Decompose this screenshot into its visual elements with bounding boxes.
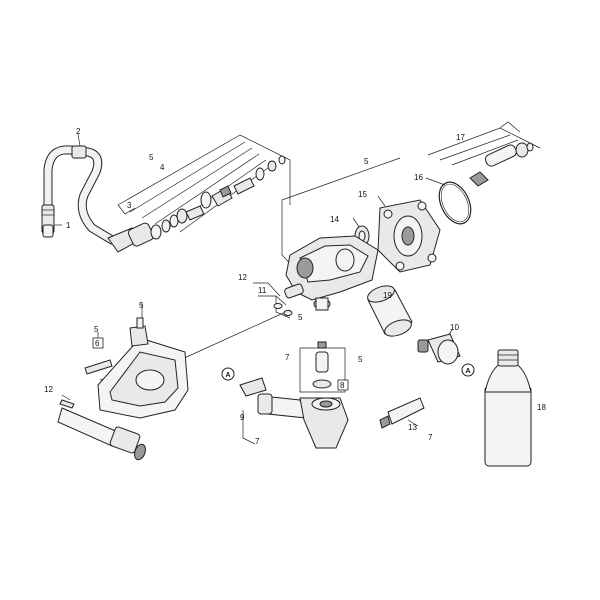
callout-4: 4 [160,163,165,172]
callout-7-valve: 7 [285,353,290,362]
callout-1: 1 [66,221,71,230]
callout-5-body: 5 [364,157,369,166]
callout-11: 11 [258,286,267,295]
callout-16: 16 [414,173,423,182]
callout-19: 19 [383,291,392,300]
inlet-pipe [57,407,146,461]
quick-coupling [367,285,461,365]
marker-a-left: A [225,372,230,379]
hose-connector [107,219,171,253]
boxed-callouts [92,337,349,391]
callout-8: 8 [340,381,345,390]
callout-3: 3 [127,201,132,210]
small-fasteners [59,303,293,409]
valve-group [169,155,286,228]
callout-12-lower: 12 [44,385,53,394]
callout-13: 13 [408,423,417,432]
callout-18: 18 [537,403,546,412]
callout-5-screw: 5 [298,313,303,322]
callout-numbers: 1 2 3 4 5 5 5 5 5 5 6 7 7 7 8 9 10 11 12… [44,127,546,446]
o-ring [438,181,472,225]
callout-14: 14 [330,215,339,224]
callout-17: 17 [456,133,465,142]
callout-7-tube: 7 [428,433,433,442]
callout-2: 2 [76,127,81,136]
oil-bottle [484,349,532,467]
hose-assembly [41,145,117,245]
callout-15: 15 [358,190,367,199]
callout-5-upper: 5 [149,153,154,162]
mounting-bracket [84,317,189,419]
callout-6: 6 [95,339,100,348]
outlet-elbow [239,377,349,449]
pump-body [284,235,379,311]
callout-7-elbow: 7 [255,437,260,446]
callout-9: 9 [240,413,245,422]
callout-12-upper: 12 [238,273,247,282]
callout-5-valve: 5 [358,355,363,364]
callout-10: 10 [450,323,459,332]
callout-5-left: 5 [139,301,144,310]
marker-a-right: A [465,368,470,375]
piston-group [469,142,534,187]
callout-5-bracket: 5 [94,325,99,334]
grease-tube [379,397,425,429]
check-valve [312,341,332,389]
connection-markers: A A [221,363,475,381]
